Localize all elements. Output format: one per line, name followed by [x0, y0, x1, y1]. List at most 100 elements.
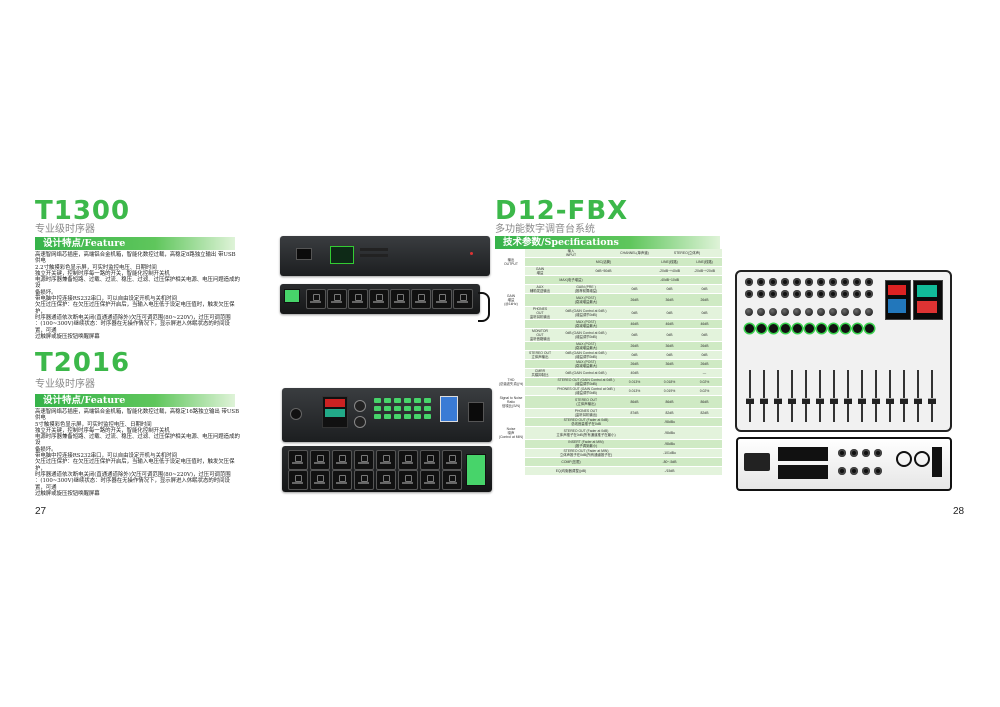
- spec-cell: MAX (POST) (衰减增益最大): [555, 319, 617, 330]
- spec-cell: [497, 408, 525, 419]
- spec-cell: [497, 275, 525, 286]
- spec-cell: 36dB: [652, 341, 687, 352]
- spec-row: PHONES OUT (GAIN Control at 0dB ) (增益调节0…: [497, 386, 722, 397]
- t2016-subtitle: 专业级时序器: [35, 379, 95, 390]
- spec-cell: 0dB: [652, 284, 687, 295]
- t2016-desc-line: 高速智网络芯插座，高端铝合金机箱，智能化数控过载，高稳定16路独立输出 带USB…: [35, 409, 240, 422]
- spec-cell: 82dB: [652, 408, 687, 419]
- t1300-desc-line: 2.2寸触摸彩色显示屏，可实时监控电压、日期时间: [35, 264, 157, 271]
- spec-cell: MAX (POST) (衰减增益最大): [555, 341, 617, 352]
- fader-knob-icon: [788, 398, 796, 404]
- d12-subtitle: 多功能数字调音台系统: [495, 224, 595, 235]
- spec-cell: 36dB: [652, 293, 687, 308]
- spec-cell: [525, 341, 555, 352]
- t1300-desc-line: ：(100~300V)继续状态：时序器在无操作情况下，显示屏进入休眠状态的时间设…: [35, 321, 230, 334]
- spec-cell: THD (总谐波失真)(%): [497, 377, 525, 388]
- t2016-desc-line: 电源时序器兼备短路、过载、过流、稳压、过滤、过压保护相关电源、电压问题造成的设: [35, 434, 240, 447]
- t2016-desc-line: 带电脑中控连接RS232串口，可以自由设定开机与关机时间: [35, 453, 178, 460]
- spec-cell: STEREO OUT (Fader at 0dB) 立体声推子在0dB(所有通道…: [555, 426, 617, 441]
- spec-cell: Noise 噪声 (Control at MIN): [497, 426, 525, 441]
- page-number-right: 28: [953, 506, 965, 517]
- spec-cell: [497, 448, 525, 459]
- knob-icon: [853, 324, 862, 333]
- knob-icon: [853, 308, 861, 316]
- t1300-desc-line: 高速智网络芯插座，高端铝合金机箱，智能化数控过载，高稳定8路独立输出 带USB供…: [35, 252, 236, 265]
- knob-icon: [817, 324, 826, 333]
- spec-cell: -101dBu: [617, 448, 722, 459]
- t1300-desc-line: 过触屏或旋压按钮唤醒屏幕: [35, 333, 100, 340]
- fader-track: [917, 370, 919, 422]
- knob-icon: [745, 308, 753, 316]
- spec-cell: 36dB: [652, 359, 687, 370]
- spec-cell: MAX(电子增益): [525, 275, 617, 286]
- spec-row: EQ(均衡器调整)(dB)-/15dB: [497, 466, 722, 477]
- fader-track: [777, 370, 779, 422]
- spec-cell: 0.013%: [617, 377, 652, 388]
- input-jack-icon: [805, 290, 813, 298]
- spec-cell: GAIN 增益 (@1kHz): [497, 293, 525, 308]
- input-jack-icon: [829, 278, 837, 286]
- knob-icon: [805, 324, 814, 333]
- spec-cell: 26dB: [617, 359, 652, 370]
- t2016-rear-image: [282, 446, 492, 492]
- spec-cell: 0dB: [652, 350, 687, 361]
- fader-knob-icon: [746, 398, 754, 404]
- spec-cell: 82dB: [687, 408, 722, 419]
- t2016-desc-line: 5寸触摸彩色显示屏，可实时监控电压、日期时间: [35, 421, 152, 428]
- spec-row: INSERT (Fader at MIN) (推子调到最小)-98dBu: [497, 439, 722, 450]
- t2016-desc-line: ：(100~300V)继续状态：时序器在无操作情况下，显示屏进入休眠状态的时间设…: [35, 478, 230, 491]
- spec-cell: CHANNEL(单声道): [617, 249, 652, 259]
- spec-cell: 0.019%: [652, 386, 687, 397]
- fader-knob-icon: [816, 398, 824, 404]
- fader-knob-icon: [914, 398, 922, 404]
- spec-row: STEREO OUT (Fader at 0dB) 总线音量推子在0dB-98d…: [497, 417, 722, 428]
- spec-cell: 0.018%: [652, 377, 687, 388]
- knob-icon: [841, 308, 849, 316]
- fader-track: [819, 370, 821, 422]
- spec-cell: 输入 INPUT: [525, 249, 617, 259]
- t1300-description: 高速智网络芯插座，高端铝合金机箱，智能化数控过载，高稳定8路独立输出 带USB供…: [35, 252, 240, 340]
- spec-cell: 0dB: [617, 284, 652, 295]
- spec-cell: 0dB: [617, 306, 652, 321]
- spec-cell: 0dB: [617, 350, 652, 361]
- knob-icon: [745, 324, 754, 333]
- spec-cell: 0dB~50dB: [555, 266, 652, 277]
- t1300-desc-line: 欠压过压保护：在欠压过压保护开启后，当输入电压低于设定电压值时，触发欠压保护，: [35, 302, 235, 315]
- spec-cell: 26dB: [687, 359, 722, 370]
- input-jack-icon: [769, 290, 777, 298]
- t1300-desc-line: 备损坏。: [35, 289, 57, 296]
- t2016-desc-line: 备损坏。: [35, 446, 57, 453]
- spec-cell: PHONES OUT (监听耳机输出): [555, 408, 617, 419]
- spec-cell: [525, 417, 555, 428]
- spec-cell: [525, 426, 555, 441]
- knob-icon: [757, 324, 766, 333]
- spec-cell: 86dB: [617, 395, 652, 410]
- spec-cell: 87dB: [617, 408, 652, 419]
- input-jack-icon: [805, 278, 813, 286]
- input-jack-icon: [829, 290, 837, 298]
- spec-cell: 0dB: [687, 284, 722, 295]
- spec-cell: CMRR 共模抑制比: [525, 368, 555, 379]
- knob-icon: [829, 324, 838, 333]
- spec-cell: 0dB: [617, 328, 652, 343]
- fader-knob-icon: [928, 398, 936, 404]
- spec-cell: [525, 293, 555, 308]
- page-number-left: 27: [35, 506, 47, 517]
- knob-icon: [829, 308, 837, 316]
- spec-cell: -40dB~10dB: [617, 275, 722, 286]
- spec-cell: COMP(压限): [525, 457, 617, 468]
- spec-cell: STEREO OUT 立体声输出: [525, 350, 555, 361]
- input-jack-icon: [793, 278, 801, 286]
- fader-knob-icon: [872, 398, 880, 404]
- t2016-desc-line: 过触屏或旋压按钮唤醒屏幕: [35, 490, 100, 497]
- knob-icon: [865, 308, 873, 316]
- fader-knob-icon: [858, 398, 866, 404]
- input-jack-icon: [841, 278, 849, 286]
- knob-icon: [793, 308, 801, 316]
- spec-cell: 0dB: [687, 306, 722, 321]
- spec-cell: STEREO OUT (Fader at 0dB) 总线音量推子在0dB: [555, 417, 617, 428]
